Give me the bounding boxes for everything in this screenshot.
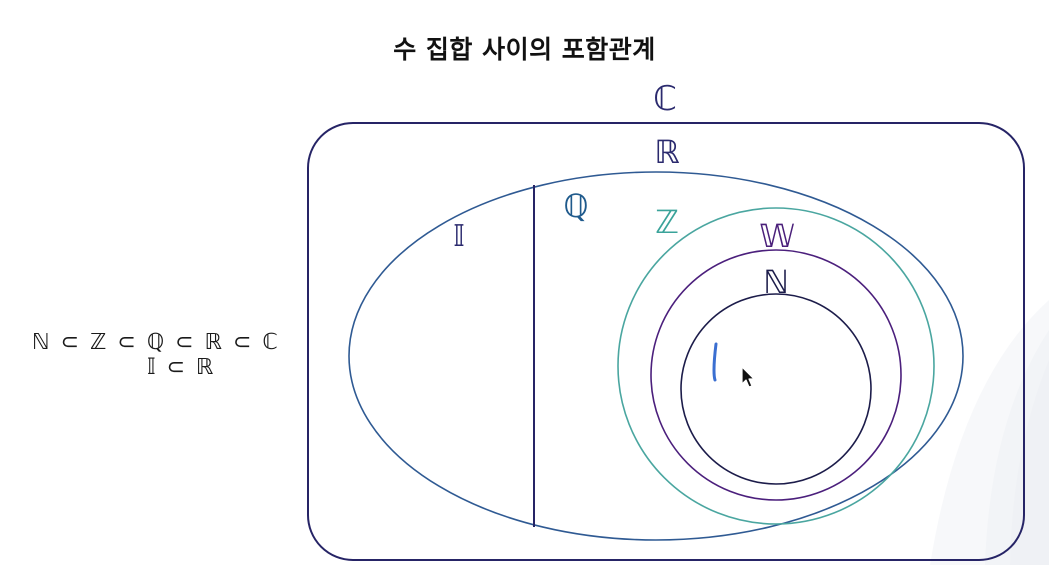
mouse-cursor-icon	[741, 366, 755, 388]
complex-set-box	[307, 122, 1025, 561]
irrational-set-label: 𝕀	[453, 219, 465, 254]
inclusion-chain: ℕ ⊂ ℤ ⊂ ℚ ⊂ ℝ ⊂ ℂ	[32, 330, 280, 355]
integer-set-label: ℤ	[655, 203, 679, 241]
whole-set-circle	[650, 249, 902, 501]
complex-set-label: ℂ	[653, 79, 677, 119]
rational-set-label: ℚ	[563, 187, 588, 225]
handwritten-mark	[712, 342, 718, 382]
integer-set-circle	[617, 207, 935, 525]
real-set-ellipse	[348, 171, 964, 541]
whole-set-label: 𝕎	[759, 217, 794, 255]
natural-set-circle	[680, 293, 872, 485]
real-set-label: ℝ	[654, 133, 679, 171]
page-title: 수 집합 사이의 포함관계	[393, 35, 656, 64]
irrational-inclusion: 𝕀 ⊂ ℝ	[147, 355, 216, 380]
natural-set-label: ℕ	[763, 263, 789, 301]
background-decoration	[930, 300, 1049, 565]
